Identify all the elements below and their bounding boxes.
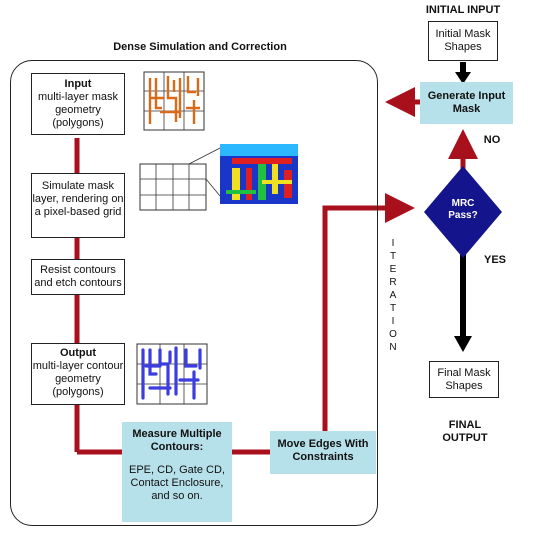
yes-label: YES: [483, 254, 506, 266]
input-box: Input multi-layer mask geometry (polygon…: [31, 73, 125, 135]
iteration-letter: I: [391, 238, 395, 249]
initial-input-title: INITIAL INPUT: [425, 4, 501, 16]
move-to-decision: [322, 193, 415, 431]
output-contour-thumbnail: [136, 343, 208, 405]
output-box-title: Output: [59, 347, 97, 359]
iteration-letter: T: [389, 303, 397, 314]
iteration-letter: E: [389, 264, 397, 275]
iteration-letter: N: [389, 342, 397, 353]
initial-mask-shapes-box: Initial Mask Shapes: [428, 21, 498, 61]
measure-contours-body: EPE, CD, Gate CD, Contact Enclosure, and…: [129, 464, 225, 502]
initial-to-generate-head: [455, 72, 471, 84]
input-box-title: Input: [64, 78, 92, 90]
move-edges-box: Move Edges With Constraints: [270, 431, 376, 474]
iteration-letter: R: [389, 277, 397, 288]
simulate-box-body: Simulate mask layer, rendering on a pixe…: [32, 180, 124, 218]
decision-yes-head: [454, 336, 472, 352]
iteration-letter: I: [391, 316, 395, 327]
generate-input-mask-box: Generate Input Mask: [420, 82, 513, 124]
final-mask-shapes-text: Final Mask Shapes: [437, 367, 491, 392]
input-box-body: multi-layer mask geometry (polygons): [37, 91, 119, 129]
dense-simulation-title: Dense Simulation and Correction: [113, 41, 287, 53]
output-box: Output multi-layer contour geometry (pol…: [31, 343, 125, 405]
initial-mask-shapes-text: Initial Mask Shapes: [435, 28, 491, 53]
resist-contours-box: Resist contours and etch contours: [31, 259, 125, 295]
move-edges-text: Move Edges With Constraints: [277, 438, 369, 463]
final-output-title: FINAL OUTPUT: [442, 419, 488, 444]
iteration-letter: O: [389, 329, 397, 340]
measure-contours-box: Measure Multiple Contours: EPE, CD, Gate…: [122, 422, 232, 522]
dense-simulation-frame: [10, 60, 378, 526]
iteration-letter: A: [389, 290, 397, 301]
iteration-letter: T: [389, 251, 397, 262]
simulate-box: Simulate mask layer, rendering on a pixe…: [31, 173, 125, 238]
input-pattern-thumbnail: [143, 71, 205, 131]
mrc-pass-text: MRC Pass?: [448, 198, 478, 221]
output-box-body: multi-layer contour geometry (polygons): [32, 360, 124, 398]
generate-input-mask-text: Generate Input Mask: [427, 90, 506, 115]
simulation-heatmap: [220, 144, 298, 204]
mrc-diamond: [424, 166, 502, 258]
resist-contours-body: Resist contours and etch contours: [34, 264, 122, 289]
pixel-grid-thumbnail: [139, 147, 221, 211]
measure-contours-title: Measure Multiple Contours:: [132, 428, 222, 453]
no-label: NO: [483, 134, 501, 146]
final-mask-shapes-box: Final Mask Shapes: [429, 361, 499, 398]
